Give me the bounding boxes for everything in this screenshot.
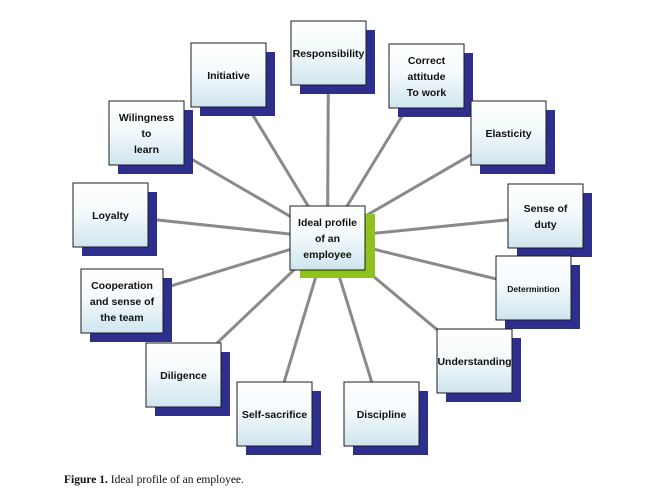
node-cooperation: Cooperation and sense of the team — [80, 268, 172, 342]
node-responsibility-label-line-1: Responsibility — [293, 48, 365, 60]
node-initiative: Initiative — [190, 42, 275, 116]
caption-label: Figure 1. — [64, 474, 108, 486]
node-loyalty-box — [72, 182, 149, 248]
node-cooperation-label-line-3: the team — [100, 312, 143, 324]
caption-text: Ideal profile of an employee. — [110, 474, 244, 486]
center-node-box — [289, 205, 366, 271]
node-correct-attitude-label-line-3: To work — [407, 87, 447, 99]
node-discipline-label-line-1: Discipline — [357, 409, 407, 421]
node-willingness: Wilingness to learn — [108, 100, 193, 174]
node-diligence-box — [145, 342, 222, 408]
node-willingness-label-line-2: to — [142, 128, 152, 140]
node-self-sacrifice-box — [236, 381, 313, 447]
node-elasticity-box — [470, 100, 547, 166]
node-cooperation-label-line-1: Cooperation — [91, 280, 153, 292]
node-understanding: Understanding — [436, 328, 521, 402]
node-initiative-label-line-1: Initiative — [207, 70, 250, 82]
node-correct-attitude-label-line-1: Correct — [408, 55, 446, 67]
node-self-sacrifice: Self-sacrifice — [236, 381, 321, 455]
center-node-label-line-3: employee — [303, 249, 352, 261]
node-discipline-box — [343, 381, 420, 447]
node-discipline: Discipline — [343, 381, 428, 455]
node-responsibility: Responsibility — [290, 20, 375, 94]
node-initiative-box — [190, 42, 267, 108]
node-determination: Determintion — [495, 255, 580, 329]
node-sense-of-duty-box — [507, 183, 584, 249]
center-node: Ideal profile of an employee — [289, 205, 375, 278]
node-loyalty: Loyalty — [72, 182, 157, 256]
node-cooperation-label-line-2: and sense of — [90, 296, 155, 308]
node-willingness-label-line-1: Wilingness — [119, 112, 174, 124]
node-loyalty-label-line-1: Loyalty — [92, 210, 129, 222]
node-cooperation-box — [80, 268, 164, 334]
node-understanding-label-line-1: Understanding — [437, 356, 511, 368]
node-diligence-label-line-1: Diligence — [160, 370, 207, 382]
node-correct-attitude: Correct attitude To work — [388, 43, 473, 117]
node-sense-of-duty-label-line-1: Sense of — [524, 203, 568, 215]
node-determination-label-line-1: Determintion — [507, 284, 559, 294]
figure-caption: Figure 1. Ideal profile of an employee. — [64, 474, 244, 486]
node-elasticity: Elasticity — [470, 100, 555, 174]
node-diligence: Diligence — [145, 342, 230, 416]
node-responsibility-box — [290, 20, 367, 86]
node-elasticity-label-line-1: Elasticity — [485, 128, 531, 140]
center-node-label-line-2: of an — [315, 233, 340, 245]
node-self-sacrifice-label-line-1: Self-sacrifice — [242, 409, 308, 421]
node-sense-of-duty: Sense of duty — [507, 183, 592, 257]
node-willingness-box — [108, 100, 185, 166]
node-sense-of-duty-label-line-2: duty — [534, 219, 556, 231]
node-willingness-label-line-3: learn — [134, 144, 159, 156]
node-understanding-box — [436, 328, 513, 394]
center-node-label-line-1: Ideal profile — [298, 217, 357, 229]
node-correct-attitude-box — [388, 43, 465, 109]
node-correct-attitude-label-line-2: attitude — [408, 71, 446, 83]
node-determination-box — [495, 255, 572, 321]
